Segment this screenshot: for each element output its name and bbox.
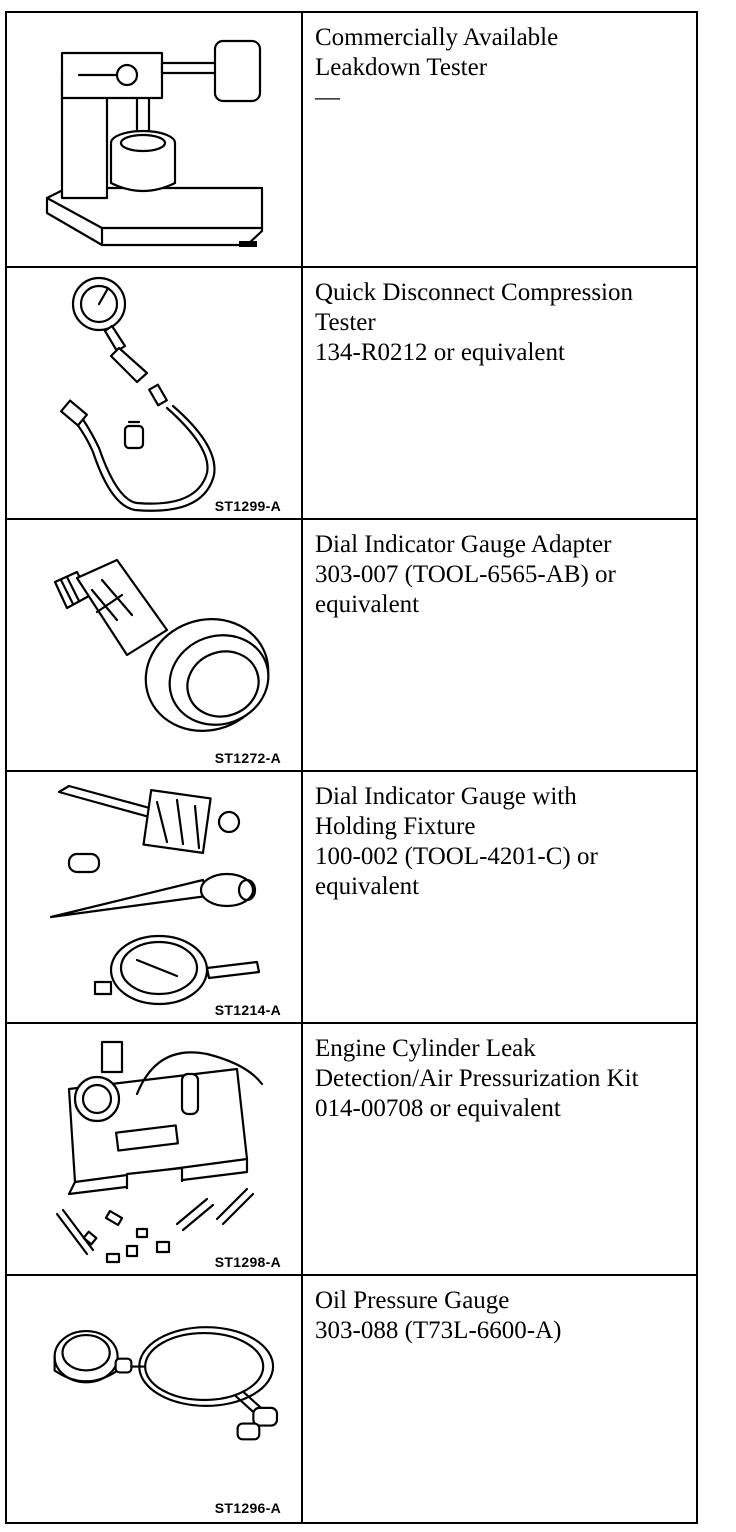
dial-indicator-illustration xyxy=(49,784,261,1006)
tool-description: Engine Cylinder Leak Detection/Air Press… xyxy=(315,1034,686,1124)
leak-detection-kit-illustration xyxy=(55,1040,264,1264)
tool-illustration-cell: ST1214-A xyxy=(7,772,303,1024)
tool-illustration-cell: ST1298-A xyxy=(7,1024,303,1276)
tool-row: ST1298-A Engine Cylinder Leak Detection/… xyxy=(7,1022,696,1276)
tool-name-line: Leakdown Tester xyxy=(315,54,488,81)
tool-number-line: — xyxy=(315,84,340,111)
tool-description: Commercially Available Leakdown Tester — xyxy=(315,23,686,113)
tool-name-line: Holding Fixture xyxy=(315,813,476,840)
tool-description: Dial Indicator Gauge with Holding Fixtur… xyxy=(315,782,686,902)
oil-pressure-gauge-illustration xyxy=(53,1326,279,1441)
tool-illustration-cell: ST1299-A xyxy=(7,268,303,520)
tool-number-line: equivalent xyxy=(315,873,420,900)
tool-row: ST1299-A Quick Disconnect Compression Te… xyxy=(7,266,696,520)
compression-tester-illustration xyxy=(59,276,216,512)
figure-caption: ST1299-A xyxy=(214,498,281,514)
tool-row: ST1214-A Dial Indicator Gauge with Holdi… xyxy=(7,770,696,1024)
leakdown-tester-illustration xyxy=(45,39,264,247)
tool-name-line: Oil Pressure Gauge xyxy=(315,1287,510,1314)
figure-caption: ST1214-A xyxy=(214,1002,281,1018)
tool-row: Commercially Available Leakdown Tester — xyxy=(7,13,696,266)
tool-number-line: 303-088 (T73L-6600-A) xyxy=(315,1317,562,1344)
tool-description: Dial Indicator Gauge Adapter 303-007 (TO… xyxy=(315,530,686,620)
tool-description: Oil Pressure Gauge 303-088 (T73L-6600-A) xyxy=(315,1286,686,1346)
figure-caption: ST1298-A xyxy=(214,1254,281,1270)
tool-number-line: 303-007 (TOOL-6565-AB) or xyxy=(315,561,616,588)
tool-name-line: Detection/Air Pressurization Kit xyxy=(315,1065,639,1092)
tool-number-line: 100-002 (TOOL-4201-C) or xyxy=(315,843,598,870)
figure-caption: ST1272-A xyxy=(214,750,281,766)
tool-number-line: equivalent xyxy=(315,591,420,618)
tool-illustration-cell: ST1296-A xyxy=(7,1276,303,1522)
tool-illustration-cell: ST1272-A xyxy=(7,520,303,772)
tool-description: Quick Disconnect Compression Tester 134-… xyxy=(315,278,686,368)
tool-number-line: 134-R0212 or equivalent xyxy=(315,339,565,366)
tool-name-line: Engine Cylinder Leak xyxy=(315,1035,536,1062)
tool-table: Commercially Available Leakdown Tester —… xyxy=(5,11,698,1524)
gauge-adapter-illustration xyxy=(53,558,270,732)
figure-caption: ST1296-A xyxy=(214,1500,281,1516)
tool-illustration-cell xyxy=(7,13,303,266)
tool-name-line: Tester xyxy=(315,309,376,336)
tool-row: ST1272-A Dial Indicator Gauge Adapter 30… xyxy=(7,518,696,772)
tool-name-line: Dial Indicator Gauge with xyxy=(315,783,577,810)
tool-name-line: Commercially Available xyxy=(315,24,559,51)
tool-row: ST1296-A Oil Pressure Gauge 303-088 (T73… xyxy=(7,1274,696,1522)
tool-name-line: Dial Indicator Gauge Adapter xyxy=(315,531,612,558)
tool-number-line: 014-00708 or equivalent xyxy=(315,1095,561,1122)
tool-name-line: Quick Disconnect Compression xyxy=(315,279,634,306)
